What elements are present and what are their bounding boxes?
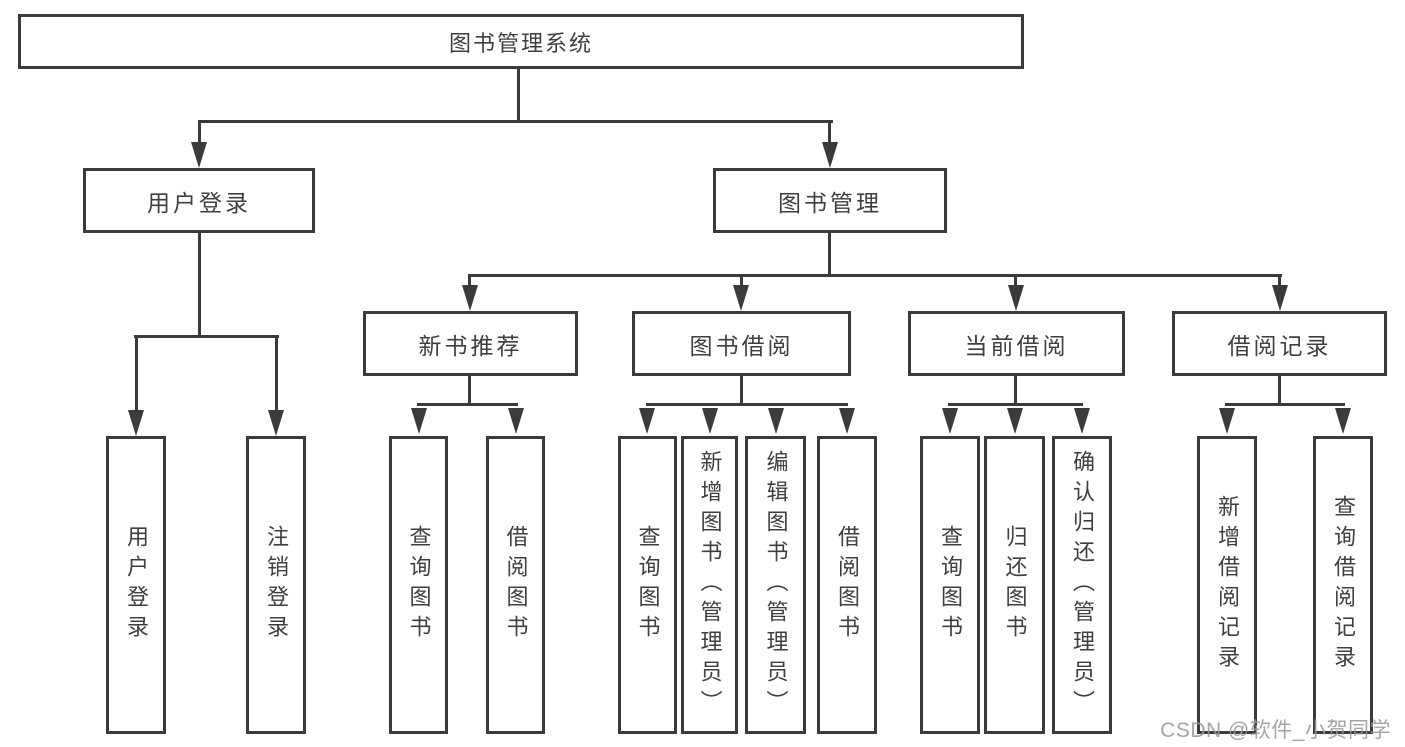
connector-line xyxy=(948,403,1083,406)
leaf-rec-borrow-book: 借阅图书 xyxy=(486,436,545,734)
arrow-down-icon xyxy=(1007,408,1023,434)
connector-line xyxy=(646,403,848,406)
connector-line xyxy=(135,338,138,411)
arrow-down-icon xyxy=(822,142,838,168)
leaf-bb-borrow-book: 借阅图书 xyxy=(817,436,877,734)
connector-line xyxy=(134,335,279,338)
leaf-br-query-record: 查询借阅记录 xyxy=(1313,436,1373,734)
connector-line xyxy=(198,123,201,145)
node-root-system: 图书管理系统 xyxy=(18,14,1024,69)
arrow-down-icon xyxy=(1219,408,1235,434)
connector-line xyxy=(1278,277,1281,287)
connector-line xyxy=(828,233,831,277)
arrow-down-icon xyxy=(128,410,144,436)
connector-line xyxy=(275,338,278,411)
leaf-cb-query-book: 查询图书 xyxy=(920,436,980,734)
connector-line xyxy=(1014,376,1017,404)
connector-line xyxy=(468,274,1282,277)
arrow-down-icon xyxy=(1008,285,1024,311)
connector-line xyxy=(417,403,518,406)
connector-line xyxy=(517,69,520,123)
arrow-down-icon xyxy=(702,408,718,434)
node-new-book-recommendation: 新书推荐 xyxy=(363,311,578,376)
connector-line xyxy=(740,376,743,404)
leaf-bb-edit-book-admin: 编辑图书（管理员） xyxy=(745,436,806,734)
connector-line xyxy=(198,233,201,338)
arrow-down-icon xyxy=(411,408,427,434)
node-book-management: 图书管理 xyxy=(713,168,947,233)
connector-line xyxy=(1278,376,1281,404)
arrow-down-icon xyxy=(942,408,958,434)
connector-line xyxy=(1225,403,1345,406)
connector-line xyxy=(1014,277,1017,287)
leaf-user-login: 用户登录 xyxy=(106,436,166,734)
node-borrowing-records: 借阅记录 xyxy=(1172,311,1387,376)
arrow-down-icon xyxy=(1335,408,1351,434)
arrow-down-icon xyxy=(768,408,784,434)
arrow-down-icon xyxy=(733,285,749,311)
arrow-down-icon xyxy=(839,408,855,434)
arrow-down-icon xyxy=(191,142,207,168)
arrow-down-icon xyxy=(1074,408,1090,434)
arrow-down-icon xyxy=(462,285,478,311)
connector-line xyxy=(740,277,743,287)
leaf-bb-add-book-admin: 新增图书（管理员） xyxy=(681,436,738,734)
node-user-login: 用户登录 xyxy=(83,168,315,233)
leaf-logout: 注销登录 xyxy=(246,436,306,734)
connector-line xyxy=(468,376,471,404)
arrow-down-icon xyxy=(1272,285,1288,311)
arrow-down-icon xyxy=(508,408,524,434)
csdn-watermark: CSDN @软件_小贺同学 xyxy=(1160,719,1391,742)
node-book-borrowing: 图书借阅 xyxy=(632,311,851,376)
leaf-cb-confirm-return-admin: 确认归还（管理员） xyxy=(1052,436,1112,734)
connector-line xyxy=(828,123,831,145)
leaf-bb-query-book: 查询图书 xyxy=(618,436,677,734)
connector-line xyxy=(468,277,471,287)
leaf-rec-query-book: 查询图书 xyxy=(389,436,448,734)
leaf-cb-return-book: 归还图书 xyxy=(984,436,1045,734)
leaf-br-add-record: 新增借阅记录 xyxy=(1197,436,1257,734)
arrow-down-icon xyxy=(639,408,655,434)
connector-line xyxy=(198,120,833,123)
arrow-down-icon xyxy=(268,410,284,436)
node-current-borrowing: 当前借阅 xyxy=(908,311,1125,376)
